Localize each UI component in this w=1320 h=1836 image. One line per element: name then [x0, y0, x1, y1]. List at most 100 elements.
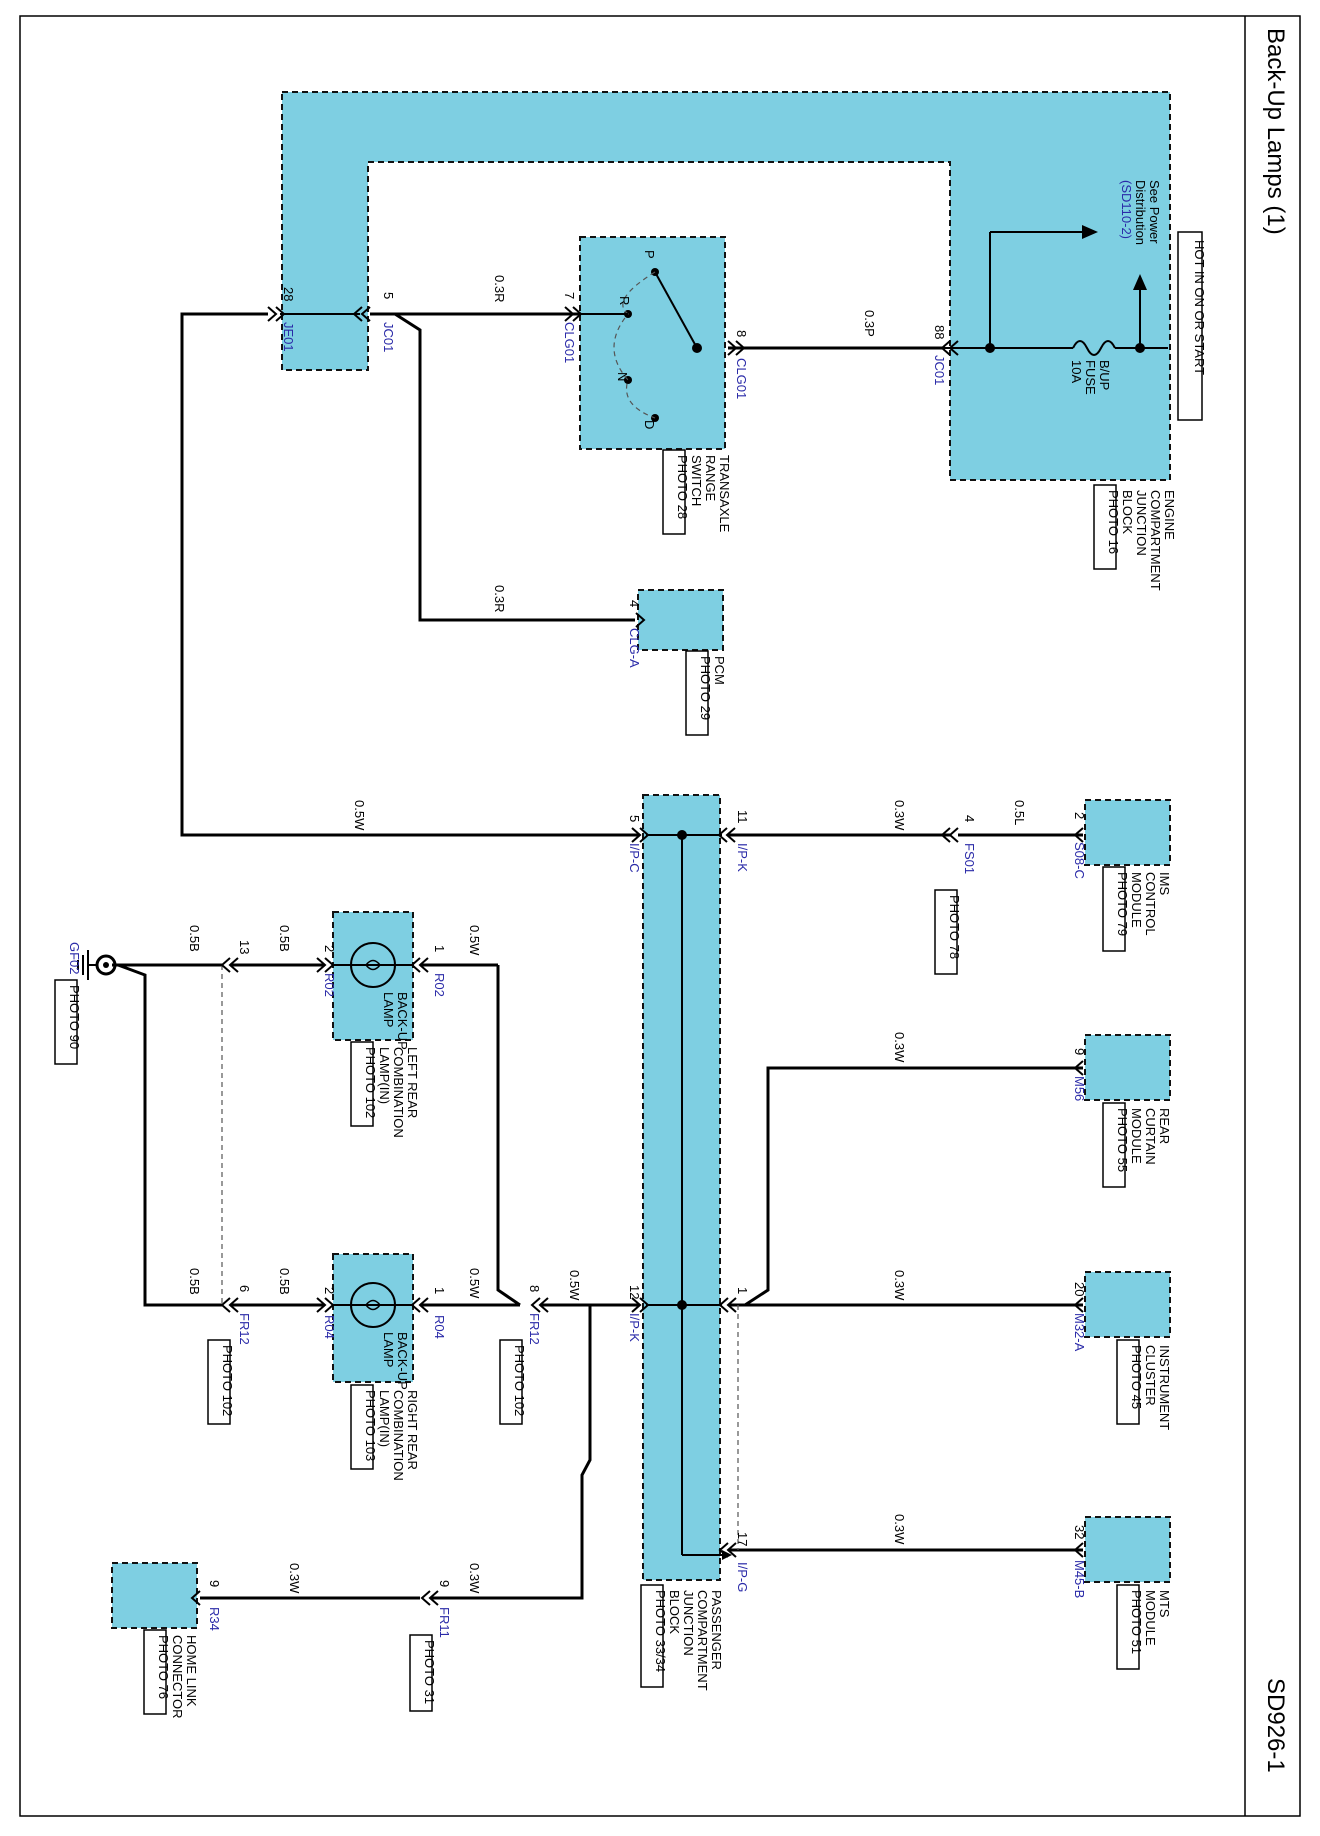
connector-ip-k-11[interactable]: I/P-K [735, 843, 750, 872]
wire-label-0.3r-pcm: 0.3R [492, 585, 507, 612]
pin-17: 17 [735, 1532, 750, 1546]
chevron-icon [220, 1297, 239, 1313]
switch-pos-p: P [642, 250, 657, 259]
engine-jb-line3: JUNCTION [1134, 490, 1149, 556]
fr12-photo-a[interactable]: PHOTO 102 [512, 1345, 527, 1416]
page-frame [19, 15, 1301, 1817]
home-link-connector-box [111, 1562, 198, 1629]
fuse-name-2: FUSE [1083, 360, 1098, 395]
wire-label-0.3w-m56: 0.3W [892, 1032, 907, 1063]
chevron-icon [718, 1297, 737, 1313]
pin-20: 20 [1072, 1282, 1087, 1296]
connector-ip-k-12[interactable]: I/P-K [627, 1313, 642, 1342]
connector-clg01-8[interactable]: CLG01 [734, 358, 749, 399]
connector-ip-g-17[interactable]: I/P-G [735, 1562, 750, 1592]
connector-je01-28[interactable]: JE01 [281, 322, 296, 352]
wire-label-0.5w-fr12: 0.5W [567, 1270, 582, 1301]
transaxle-line1: TRANSAXLE [717, 455, 732, 533]
instrument-cluster-box [1084, 1271, 1171, 1338]
chevron-icon [190, 1590, 201, 1606]
connector-m32-a[interactable]: M32-A [1072, 1313, 1087, 1352]
pin-32: 32 [1072, 1525, 1087, 1539]
fs01-photo[interactable]: PHOTO 78 [947, 895, 962, 959]
connector-fr12-6[interactable]: FR12 [237, 1313, 252, 1345]
connector-fr11[interactable]: FR11 [437, 1607, 452, 1638]
transaxle-photo-box [662, 449, 686, 535]
ground-photo-box [54, 979, 78, 1065]
homelink-photo-box [143, 1629, 167, 1715]
engine-jb-photo[interactable]: PHOTO 16 [1106, 490, 1121, 554]
left-lamp-line1: LEFT REAR [405, 1047, 420, 1118]
homelink-photo[interactable]: PHOTO 76 [156, 1635, 171, 1699]
pin-6-fr12: 6 [237, 1285, 252, 1292]
wire-label-0.3w-r34: 0.3W [287, 1563, 302, 1594]
ims-line3: MODULE [1129, 872, 1144, 928]
connector-m45-b[interactable]: M45-B [1072, 1560, 1087, 1598]
splice-dot [1135, 343, 1145, 353]
mts-photo-box [1116, 1584, 1140, 1670]
connector-m56[interactable]: M56 [1072, 1076, 1087, 1101]
ground-gf02[interactable]: GF02 [67, 942, 82, 975]
connector-ip-c-5[interactable]: I/P-C [627, 843, 642, 873]
fuse-rating: 10A [1069, 360, 1084, 383]
left-lamp-photo[interactable]: PHOTO 102 [363, 1047, 378, 1118]
pin-7: 7 [562, 292, 577, 299]
pcm-photo[interactable]: PHOTO 29 [698, 656, 713, 720]
pin-1-r04: 1 [432, 1287, 447, 1294]
pin-13: 13 [237, 940, 252, 954]
engine-jb-line2: COMPARTMENT [1148, 490, 1163, 591]
left-lamp-inner1: BACK-UP [395, 992, 410, 1050]
connector-r02-1[interactable]: R02 [432, 973, 447, 997]
see-power-ref-link[interactable]: (SD110-2) [1119, 180, 1134, 239]
instrument-photo[interactable]: PHOTO 45 [1129, 1345, 1144, 1409]
splice-dot [677, 830, 687, 840]
ground-photo[interactable]: PHOTO 90 [67, 985, 82, 1049]
connector-r04-2[interactable]: R04 [322, 1315, 337, 1339]
right-lamp-line3: LAMP(IN) [377, 1390, 392, 1447]
right-lamp-photo-box [350, 1384, 374, 1470]
ground-ring-center [103, 962, 109, 968]
connector-r04-1[interactable]: R04 [432, 1315, 447, 1339]
pcm-label: PCM [712, 656, 727, 685]
wire-0.5b-gnd-right [117, 963, 222, 1307]
connector-jc01-88[interactable]: JC01 [932, 355, 947, 385]
wire-label-0.5w-left: 0.5W [467, 925, 482, 956]
fs01-photo-box [934, 889, 958, 975]
left-lamp-inner2: LAMP [381, 992, 396, 1027]
pin-1-r02: 1 [432, 945, 447, 952]
connector-jc01-5[interactable]: JC01 [381, 322, 396, 352]
connector-r34[interactable]: R34 [207, 1607, 222, 1631]
distribution-arrow-icon [1082, 225, 1098, 239]
ims-line2: CONTROL [1143, 872, 1158, 936]
right-lamp-photo[interactable]: PHOTO 103 [363, 1390, 378, 1461]
left-bulb-filament-icon [365, 959, 381, 971]
pin-5-ipc: 5 [627, 815, 642, 822]
chevron-icon [631, 827, 650, 843]
pin-1: 1 [735, 1287, 750, 1294]
chevron-icon [1073, 1297, 1084, 1313]
connector-fr12-8[interactable]: FR12 [527, 1313, 542, 1345]
rear-curtain-photo[interactable]: PHOTO 55 [1115, 1108, 1130, 1172]
connector-r02-2[interactable]: R02 [322, 973, 337, 997]
ims-line1: IMS [1157, 872, 1172, 895]
right-rear-lamp-box [332, 1253, 414, 1383]
mts-photo[interactable]: PHOTO 51 [1129, 1590, 1144, 1654]
pjb-line1: PASSENGER [709, 1590, 724, 1670]
connector-s08-c[interactable]: S08-C [1072, 842, 1087, 879]
instrument-line2: CLUSTER [1143, 1345, 1158, 1406]
chevron-icon [718, 1542, 737, 1558]
wire-label-0.3w-m45: 0.3W [892, 1514, 907, 1545]
connector-clg-a-4[interactable]: CLG-A [627, 628, 642, 668]
connector-clg01-7[interactable]: CLG01 [562, 322, 577, 363]
transaxle-line3: SWITCH [689, 455, 704, 506]
pin-28: 28 [281, 287, 296, 301]
fr12-photo-b[interactable]: PHOTO 102 [220, 1345, 235, 1416]
transaxle-photo[interactable]: PHOTO 28 [675, 455, 690, 519]
connector-fs01[interactable]: FS01 [962, 843, 977, 874]
pjb-photo[interactable]: PHOTO 33/34 [653, 1590, 668, 1672]
chevron-icon [564, 306, 583, 322]
fr11-photo[interactable]: PHOTO 31 [422, 1640, 437, 1704]
pin-11: 11 [735, 810, 750, 824]
ims-photo[interactable]: PHOTO 79 [1115, 872, 1130, 936]
